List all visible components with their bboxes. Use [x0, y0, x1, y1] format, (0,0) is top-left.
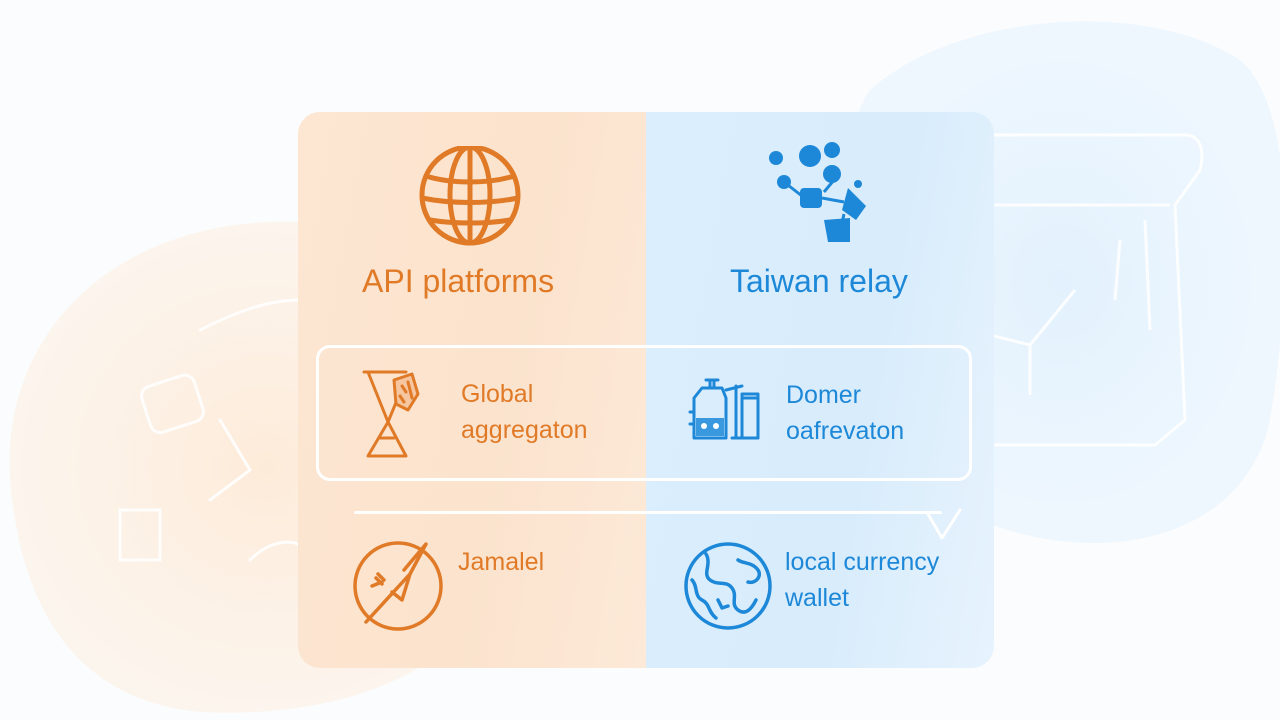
api-platforms-heading: API platforms: [362, 263, 555, 299]
global-aggregation-label-1: Global: [461, 380, 534, 408]
taiwan-relay-heading: Taiwan relay: [730, 263, 908, 299]
local-currency-wallet-label-1: local currency: [785, 548, 940, 576]
global-aggregation-label-2: aggregaton: [461, 416, 588, 444]
compass-icon: [353, 541, 443, 631]
divider-line: [354, 511, 942, 514]
check-mark-icon: [926, 508, 962, 540]
local-currency-wallet-label-2: wallet: [785, 584, 849, 612]
highlight-row-frame: [316, 345, 972, 481]
globe-icon: [419, 146, 521, 246]
domer-label-1: Domer: [786, 381, 862, 409]
hourglass-icon: [362, 370, 420, 458]
domer-label-2: oafrevaton: [786, 417, 905, 445]
connection-nodes-icon: [769, 142, 866, 242]
jar-icon: [688, 378, 760, 440]
globe-map-icon: [684, 542, 772, 630]
jamalel-label: Jamalel: [458, 548, 545, 576]
